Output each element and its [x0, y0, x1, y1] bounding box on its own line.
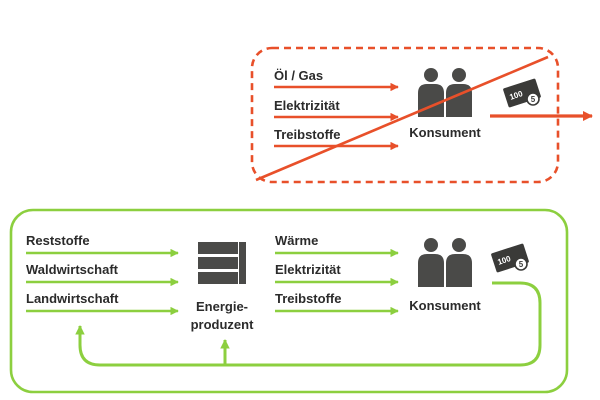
svg-text:100: 100: [508, 89, 524, 102]
svg-text:5: 5: [519, 260, 524, 269]
bottom-consumer-label: Konsument: [409, 298, 481, 313]
top-cross-out-line: [255, 55, 549, 182]
bottom-label-residues: Reststoffe: [26, 233, 90, 248]
bottom-frame: [9, 208, 569, 394]
bottom-scenario: Reststoffe Waldwirtschaft Landwirtschaft…: [9, 208, 569, 394]
bottom-label-electricity: Elektrizität: [275, 262, 341, 277]
factory-icon: [198, 242, 246, 284]
bottom-label-fuels: Treibstoffe: [275, 291, 341, 306]
producer-label-line2: produzent: [191, 317, 254, 332]
producer-label-line1: Energie-: [196, 299, 248, 314]
top-label-fuels: Treibstoffe: [274, 127, 340, 142]
svg-text:100: 100: [496, 254, 512, 267]
top-label-electricity: Elektrizität: [274, 98, 340, 113]
money-return-loop: [75, 281, 542, 367]
bottom-label-agriculture: Landwirtschaft: [26, 291, 119, 306]
bottom-money-icon: 100 5: [491, 243, 529, 273]
top-money-icon: 100 5: [503, 78, 541, 108]
svg-text:5: 5: [531, 95, 536, 104]
top-consumer-label: Konsument: [409, 125, 481, 140]
top-label-oil-gas: Öl / Gas: [274, 68, 323, 83]
bottom-label-heat: Wärme: [275, 233, 318, 248]
bottom-consumer-icon: [418, 238, 472, 287]
top-dashed-frame: [250, 46, 560, 184]
top-scenario: Öl / Gas Elektrizität Treibstoffe Konsum…: [250, 46, 594, 184]
bottom-label-forestry: Waldwirtschaft: [26, 262, 119, 277]
